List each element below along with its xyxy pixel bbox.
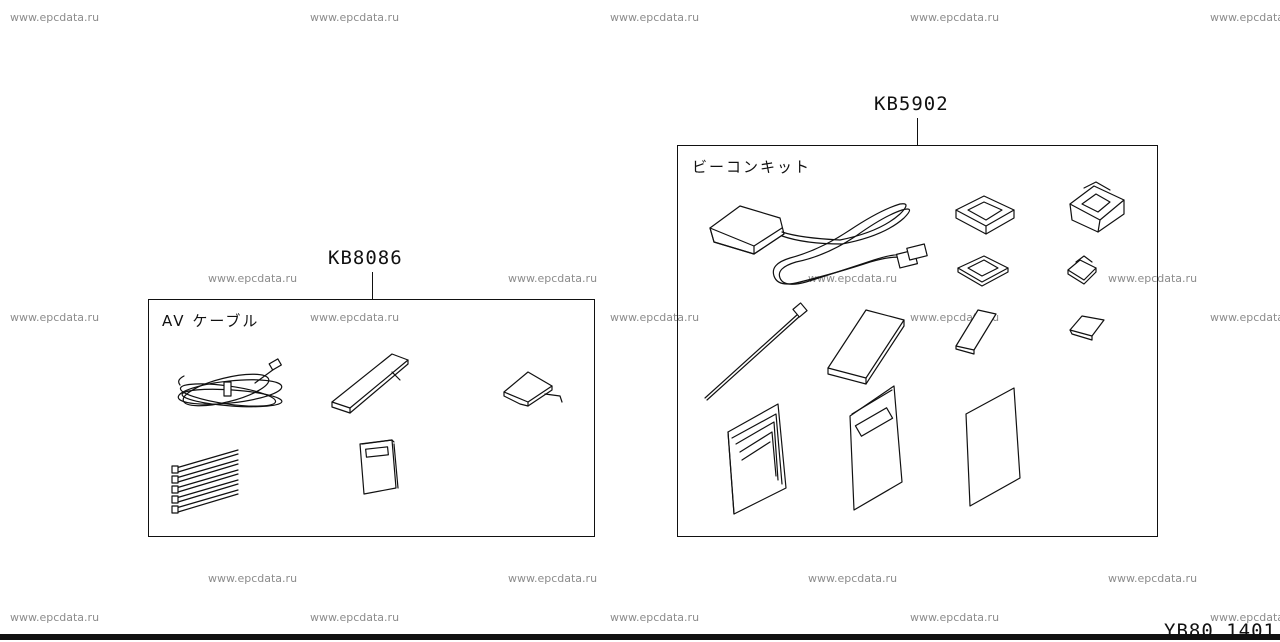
- watermark-text: www.epcdata.ru: [1108, 272, 1198, 285]
- manual-stack-icon: [727, 403, 787, 515]
- watermark-text: www.epcdata.ru: [208, 272, 298, 285]
- watermark-text: www.epcdata.ru: [10, 611, 100, 624]
- bottom-border-bar: [0, 634, 1280, 640]
- cable-clip-icon: [1067, 255, 1097, 285]
- kit-box-av-cable: AV ケーブル: [148, 299, 595, 537]
- watermark-text: www.epcdata.ru: [610, 311, 700, 324]
- small-pad-icon: [1069, 315, 1105, 341]
- watermark-text: www.epcdata.ru: [208, 572, 298, 585]
- bracket-seal-icon: [957, 255, 1009, 287]
- watermark-text: www.epcdata.ru: [508, 572, 598, 585]
- kit-part-number-kb8086: KB8086: [328, 247, 403, 269]
- cable-ties-icon: [171, 449, 239, 514]
- watermark-text: www.epcdata.ru: [310, 11, 400, 24]
- av-cable-coil-icon: [177, 358, 283, 408]
- warranty-booklet-icon: [849, 385, 903, 511]
- watermark-text: www.epcdata.ru: [310, 311, 400, 324]
- kit-box-beacon-kit: ビーコンキット: [677, 145, 1158, 537]
- double-sided-tape-strip-icon: [331, 353, 409, 414]
- sponge-pad-icon: [827, 309, 905, 385]
- kit-name-beacon-kit: ビーコンキット: [692, 158, 812, 176]
- leader-line-kb8086: [372, 272, 373, 299]
- instruction-booklet-icon: [359, 439, 399, 495]
- kit-name-av-cable: AV ケーブル: [162, 312, 260, 330]
- instruction-sheet-icon: [965, 387, 1021, 507]
- watermark-text: www.epcdata.ru: [808, 272, 898, 285]
- beacon-antenna-icon: [709, 203, 928, 285]
- watermark-text: www.epcdata.ru: [610, 611, 700, 624]
- leader-line-kb5902: [917, 118, 918, 146]
- watermark-text: www.epcdata.ru: [310, 611, 400, 624]
- adhesive-tape-icon: [955, 309, 997, 355]
- watermark-text: www.epcdata.ru: [808, 572, 898, 585]
- bracket-frame-icon: [955, 195, 1015, 235]
- watermark-text: www.epcdata.ru: [1108, 572, 1198, 585]
- watermark-text: www.epcdata.ru: [910, 11, 1000, 24]
- watermark-text: www.epcdata.ru: [508, 272, 598, 285]
- kit-part-number-kb5902: KB5902: [874, 93, 949, 115]
- watermark-text: www.epcdata.ru: [10, 311, 100, 324]
- antenna-holder-icon: [1069, 181, 1125, 233]
- adhesive-pad-icon: [503, 371, 563, 407]
- watermark-text: www.epcdata.ru: [610, 11, 700, 24]
- watermark-text: www.epcdata.ru: [1210, 611, 1280, 624]
- watermark-text: www.epcdata.ru: [910, 611, 1000, 624]
- cable-tie-icon: [704, 302, 808, 401]
- watermark-text: www.epcdata.ru: [1210, 11, 1280, 24]
- watermark-text: www.epcdata.ru: [1210, 311, 1280, 324]
- watermark-text: www.epcdata.ru: [10, 11, 100, 24]
